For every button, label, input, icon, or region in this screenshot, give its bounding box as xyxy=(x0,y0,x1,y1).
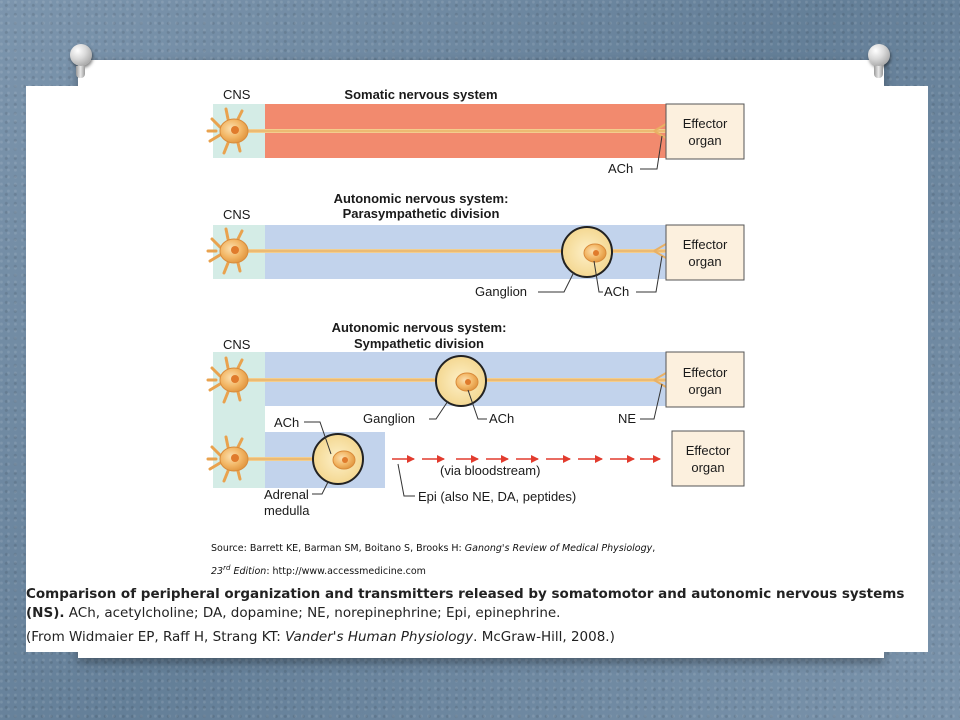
adrenal-cell-nucleus xyxy=(342,457,348,463)
parasympathetic-ach-label: ACh xyxy=(604,284,629,299)
sympathetic-ganglion-nucleus xyxy=(465,379,471,385)
source-suffix: , xyxy=(652,543,655,554)
figure-content: CNS Somatic nervous system Effector orga… xyxy=(26,86,928,652)
adrenal-label-line2: medulla xyxy=(264,503,310,518)
source-line-2: 23rd Edition: http://www.accessmedicine.… xyxy=(211,564,426,577)
adrenal-label-line1: Adrenal xyxy=(264,487,309,502)
somatic-effector-line1: Effector xyxy=(683,116,728,131)
sympathetic-title-line2: Sympathetic division xyxy=(354,336,484,351)
source-edition-num: 23 xyxy=(211,566,223,577)
sympathetic-effector-line2: organ xyxy=(688,382,721,397)
parasympathetic-effector-line2: organ xyxy=(688,254,721,269)
somatic-effector-box xyxy=(666,104,744,159)
epi-label: Epi (also NE, DA, peptides) xyxy=(418,489,576,504)
adrenal-effector-line1: Effector xyxy=(686,443,731,458)
figure-credit: (From Widmaier EP, Raff H, Strang KT: Va… xyxy=(26,629,615,645)
sympathetic-effector-line1: Effector xyxy=(683,365,728,380)
adrenal-row: ACh Adrenal medulla (via bloodstream) Ep… xyxy=(208,415,744,518)
somatic-effector-line2: organ xyxy=(688,133,721,148)
bloodstream-label: (via bloodstream) xyxy=(440,463,540,478)
nervous-system-diagram: CNS Somatic nervous system Effector orga… xyxy=(26,86,928,652)
sympathetic-ganglion-label: Ganglion xyxy=(363,411,415,426)
parasympathetic-ganglion-nucleus xyxy=(593,250,599,256)
credit-prefix: (From Widmaier EP, Raff H, Strang KT: xyxy=(26,629,285,645)
source-url[interactable]: : http://www.accessmedicine.com xyxy=(266,566,426,577)
sympathetic-title-line1: Autonomic nervous system: xyxy=(332,320,507,335)
source-edition-text: Edition xyxy=(230,566,266,577)
parasympathetic-ganglion-label: Ganglion xyxy=(475,284,527,299)
credit-suffix: . McGraw-Hill, 2008.) xyxy=(473,629,615,645)
parasympathetic-title-line1: Autonomic nervous system: xyxy=(334,191,509,206)
parasympathetic-effector-box xyxy=(666,225,744,280)
source-line-1: Source: Barrett KE, Barman SM, Boitano S… xyxy=(211,543,655,554)
pushpin-right xyxy=(868,44,890,66)
parasympathetic-title-line2: Parasympathetic division xyxy=(343,206,500,221)
source-prefix: Source: Barrett KE, Barman SM, Boitano S… xyxy=(211,543,465,554)
epi-leader xyxy=(398,464,415,496)
caption-rest: ACh, acetylcholine; DA, dopamine; NE, no… xyxy=(65,605,561,621)
somatic-title: Somatic nervous system xyxy=(344,87,497,102)
somatic-axon xyxy=(236,129,666,133)
adrenal-ach-label: ACh xyxy=(274,415,299,430)
credit-title: Vander's Human Physiology xyxy=(285,629,473,645)
somatic-row: CNS Somatic nervous system Effector orga… xyxy=(208,87,744,176)
pushpin-left xyxy=(70,44,92,66)
adrenal-effector-box xyxy=(672,431,744,486)
somatic-ach-label: ACh xyxy=(608,161,633,176)
parasympathetic-cns-label: CNS xyxy=(223,207,251,222)
sympathetic-ach-label: ACh xyxy=(489,411,514,426)
parasympathetic-effector-line1: Effector xyxy=(683,237,728,252)
sympathetic-ne-label: NE xyxy=(618,411,636,426)
somatic-cns-label: CNS xyxy=(223,87,251,102)
sympathetic-cns-label: CNS xyxy=(223,337,251,352)
figure-caption: Comparison of peripheral organization an… xyxy=(26,585,928,623)
parasympathetic-row: Autonomic nervous system: Parasympatheti… xyxy=(208,191,744,299)
adrenal-effector-line2: organ xyxy=(691,460,724,475)
source-book-title: Ganong's Review of Medical Physiology xyxy=(465,543,652,554)
